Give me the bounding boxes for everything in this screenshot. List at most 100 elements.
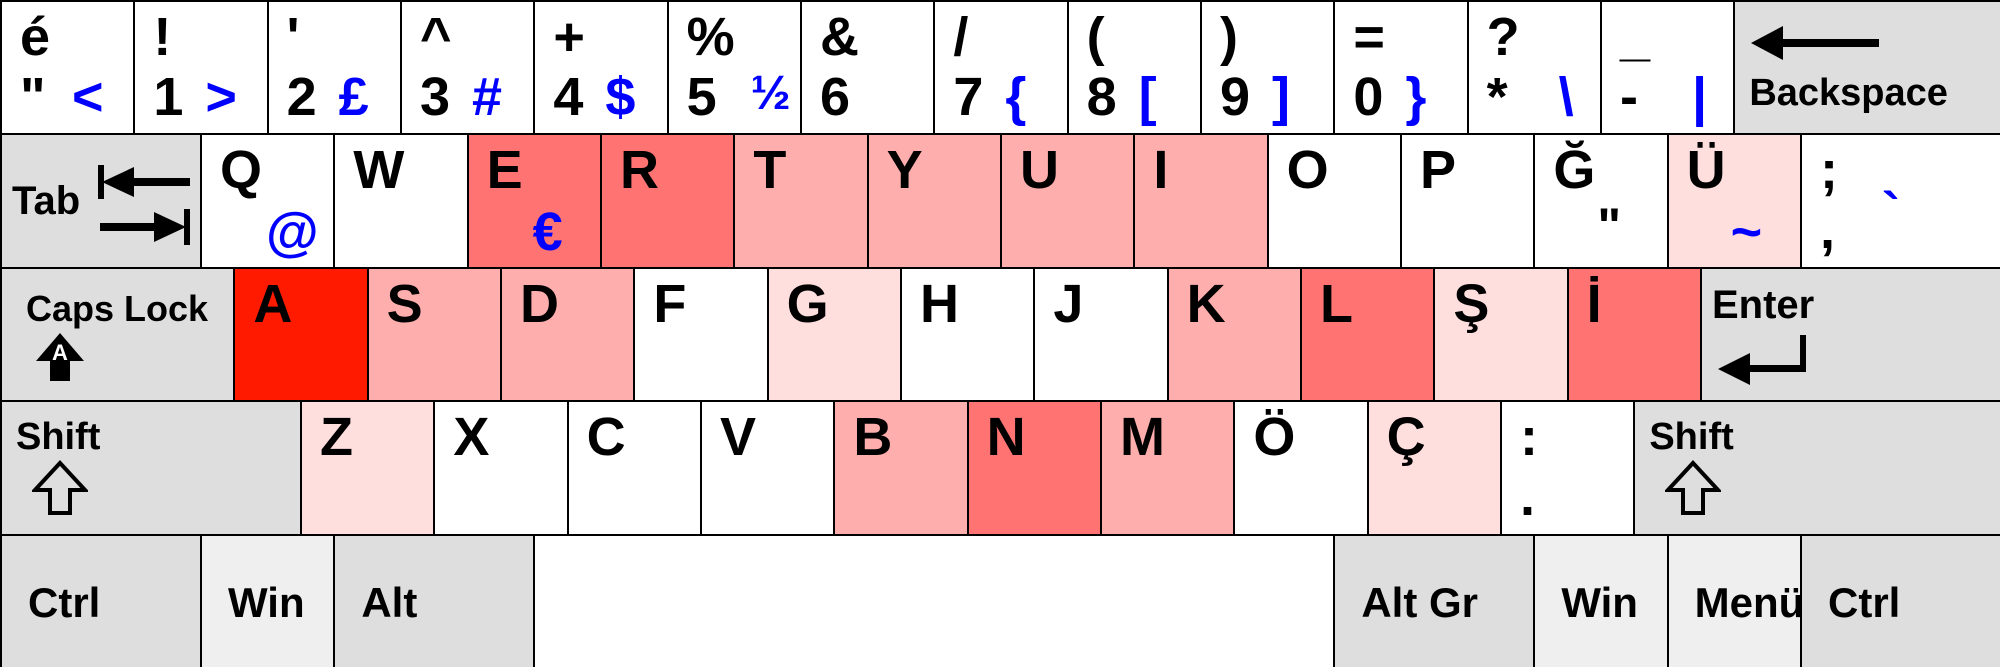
key-X[interactable]: X bbox=[433, 400, 569, 536]
key-B[interactable]: B bbox=[833, 400, 969, 536]
key-I[interactable]: I bbox=[1133, 133, 1269, 269]
key-J[interactable]: J bbox=[1033, 266, 1169, 403]
primary-char: Q bbox=[220, 140, 263, 201]
base-char: 6 bbox=[820, 67, 851, 127]
base-char: 3 bbox=[420, 67, 451, 127]
primary-char: P bbox=[1420, 140, 1457, 201]
altgr-char: € bbox=[532, 202, 563, 263]
key-K[interactable]: K bbox=[1166, 266, 1302, 403]
key-D[interactable]: D bbox=[500, 266, 636, 403]
key-alt-gr[interactable]: Alt Gr bbox=[1333, 533, 1536, 667]
key-6[interactable]: &6 bbox=[800, 0, 936, 136]
key-label: Shift bbox=[1649, 416, 1734, 459]
key-;[interactable]: ;,` bbox=[1800, 133, 2000, 269]
base-char: 5 bbox=[686, 67, 717, 127]
key-0[interactable]: =0} bbox=[1333, 0, 1469, 136]
key-backspace[interactable]: Backspace bbox=[1733, 0, 2000, 136]
key-label: Shift bbox=[16, 416, 101, 459]
key-*[interactable]: ?*\ bbox=[1466, 0, 1602, 136]
key-2[interactable]: '2£ bbox=[266, 0, 402, 136]
key-G[interactable]: G bbox=[766, 266, 902, 403]
primary-char: ) bbox=[1220, 7, 1238, 67]
key-label: Enter bbox=[1712, 282, 1815, 327]
key-W[interactable]: W bbox=[333, 133, 469, 269]
altgr-char: $ bbox=[605, 67, 636, 127]
key-ctrl[interactable]: Ctrl bbox=[0, 533, 202, 667]
key-4[interactable]: +4$ bbox=[533, 0, 669, 136]
primary-char: T bbox=[753, 140, 787, 201]
key-P[interactable]: P bbox=[1400, 133, 1536, 269]
primary-char: % bbox=[686, 7, 735, 67]
key-U[interactable]: U bbox=[1000, 133, 1136, 269]
key-Y[interactable]: Y bbox=[866, 133, 1002, 269]
key-win[interactable]: Win bbox=[200, 533, 336, 667]
primary-char: / bbox=[953, 7, 969, 67]
altgr-char: } bbox=[1405, 67, 1427, 127]
altgr-char: [ bbox=[1138, 67, 1157, 127]
primary-char: A bbox=[253, 273, 293, 334]
key-H[interactable]: H bbox=[900, 266, 1036, 403]
base-char: 8 bbox=[1086, 67, 1117, 127]
base-char: . bbox=[1520, 467, 1536, 528]
altgr-char: ~ bbox=[1730, 202, 1763, 263]
key-N[interactable]: N bbox=[966, 400, 1102, 536]
key-E[interactable]: E€ bbox=[466, 133, 602, 269]
key-T[interactable]: T bbox=[733, 133, 869, 269]
altgr-char: { bbox=[1005, 67, 1027, 127]
key-V[interactable]: V bbox=[700, 400, 836, 536]
key-A[interactable]: A bbox=[233, 266, 369, 403]
primary-char: J bbox=[1053, 273, 1084, 334]
primary-char: M bbox=[1120, 407, 1165, 468]
key-tab[interactable]: Tab bbox=[0, 133, 202, 269]
key-Ş[interactable]: Ş bbox=[1433, 266, 1569, 403]
key-space[interactable] bbox=[533, 533, 1336, 667]
key-Z[interactable]: Z bbox=[300, 400, 436, 536]
base-char: - bbox=[1620, 67, 1638, 127]
key-Ü[interactable]: Ü~ bbox=[1666, 133, 1802, 269]
key-F[interactable]: F bbox=[633, 266, 769, 403]
key-shift[interactable]: Shift bbox=[0, 400, 302, 536]
altgr-char: ] bbox=[1272, 67, 1290, 127]
primary-char: Ü bbox=[1686, 140, 1726, 201]
key-Q[interactable]: Q@ bbox=[200, 133, 336, 269]
key-ctrl[interactable]: Ctrl bbox=[1800, 533, 2000, 667]
key-shift[interactable]: Shift bbox=[1633, 400, 2000, 536]
altgr-char: | bbox=[1692, 67, 1708, 127]
primary-char: ? bbox=[1486, 7, 1520, 67]
primary-char: V bbox=[720, 407, 757, 468]
key-alt[interactable]: Alt bbox=[333, 533, 536, 667]
primary-char: N bbox=[986, 407, 1026, 468]
key-7[interactable]: /7{ bbox=[933, 0, 1069, 136]
key-enter[interactable]: Enter bbox=[1700, 266, 2000, 403]
key-3[interactable]: ^3# bbox=[400, 0, 536, 136]
primary-char: X bbox=[453, 407, 490, 468]
key-R[interactable]: R bbox=[600, 133, 736, 269]
key-9[interactable]: )9] bbox=[1200, 0, 1336, 136]
key-L[interactable]: L bbox=[1300, 266, 1436, 403]
base-char: 2 bbox=[286, 67, 317, 127]
altgr-char: @ bbox=[266, 202, 319, 263]
key--[interactable]: _-| bbox=[1600, 0, 1736, 136]
key-S[interactable]: S bbox=[366, 266, 502, 403]
key-label: Backspace bbox=[1749, 72, 1948, 114]
key-İ[interactable]: İ bbox=[1566, 266, 1702, 403]
key-menü[interactable]: Menü bbox=[1666, 533, 1804, 667]
key-"[interactable]: é"< bbox=[0, 0, 136, 136]
key-M[interactable]: M bbox=[1100, 400, 1236, 536]
key-win[interactable]: Win bbox=[1533, 533, 1669, 667]
key-8[interactable]: (8[ bbox=[1066, 0, 1202, 136]
altgr-char: < bbox=[72, 67, 104, 127]
key-1[interactable]: !1> bbox=[133, 0, 269, 136]
key-O[interactable]: O bbox=[1266, 133, 1402, 269]
key-Ğ[interactable]: Ğ" bbox=[1533, 133, 1669, 269]
primary-char: W bbox=[353, 140, 405, 201]
primary-char: D bbox=[520, 273, 559, 334]
key-:[interactable]: :. bbox=[1500, 400, 1636, 536]
key-Ö[interactable]: Ö bbox=[1233, 400, 1369, 536]
base-char: 9 bbox=[1220, 67, 1251, 127]
key-Ç[interactable]: Ç bbox=[1366, 400, 1502, 536]
primary-char: + bbox=[553, 7, 585, 67]
key-C[interactable]: C bbox=[566, 400, 702, 536]
